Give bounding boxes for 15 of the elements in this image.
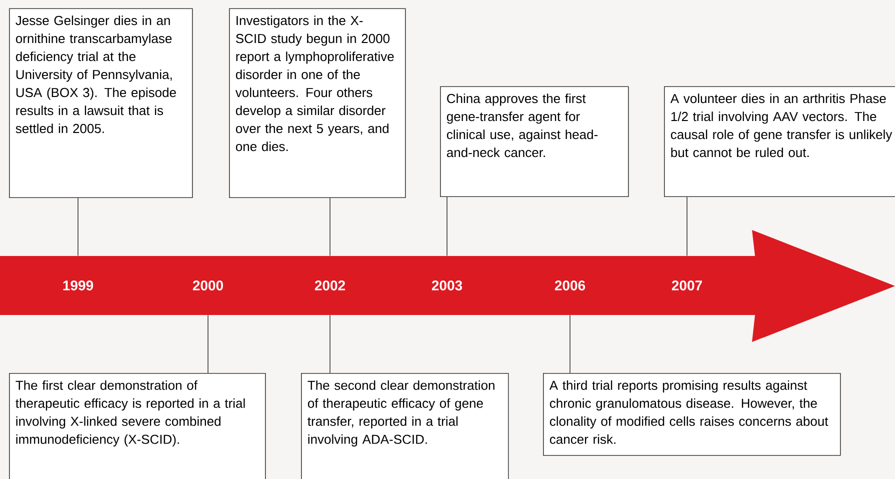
event-box: Jesse Gelsinger dies in an ornithine transcarbamylase deficiency trial at the University of Pennsylvania, USA (BOX 3). The episode results in a lawsuit that is settled in 2005. <box>9 8 193 198</box>
connector-line <box>686 196 688 256</box>
event-box: A third trial reports promising results against chronic granulomatous disease. However, the clonality of modified cells raises concerns about cancer risk. <box>543 372 841 456</box>
event-box: China approves the first gene-transfer agent for clinical use, against head-and-neck cancer. <box>440 86 629 197</box>
event-box: The first clear demonstration of therapeutic efficacy is reported in a trial involving X-linked severe combined immunodeficiency (X-SCID). <box>9 372 266 479</box>
event-box: The second clear demonstration of therapeutic efficacy of gene transfer, reported in a trial involving ADA-SCID. <box>301 372 509 479</box>
year-label: 2007 <box>672 280 702 290</box>
event-box: A volunteer dies in an arthritis Phase 1/2 trial involving AAV vectors. The causal role of gene transfer is unlikely but cannot be ruled out. <box>664 86 895 197</box>
year-label: 2006 <box>554 280 586 290</box>
year-label: 2002 <box>314 280 346 290</box>
event-box: Investigators in the X-SCID study begun in 2000 report a lymphoproliferative disorder in one of the volunteers. Four others develop a similar disorder over the next 5 years, and one dies. <box>229 8 406 198</box>
connector-line <box>446 196 448 256</box>
year-label: 2003 <box>432 280 462 290</box>
year-label: 1999 <box>63 280 94 290</box>
year-label: 2000 <box>192 280 223 290</box>
